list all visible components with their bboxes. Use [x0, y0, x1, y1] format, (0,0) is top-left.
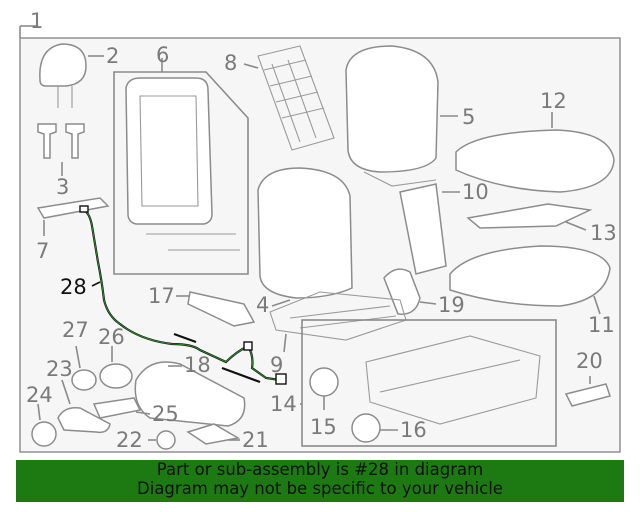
handle-part-21: [186, 423, 241, 445]
callout-4: 4: [256, 293, 269, 317]
callout-20: 20: [576, 349, 603, 373]
motor-part: [351, 413, 381, 443]
callout-2: 2: [106, 44, 119, 68]
seat-track-part: [365, 335, 541, 425]
seat-parts-diagram: 1 2 3 7 6 8 5 12 10 13: [19, 9, 621, 453]
callout-18: 18: [184, 353, 211, 377]
cap-part-27: [71, 369, 97, 391]
spring-mat-part: [257, 45, 335, 151]
callout-10: 10: [462, 180, 489, 204]
side-cover-part: [383, 268, 421, 315]
callout-15: 15: [310, 415, 337, 439]
callout-25: 25: [152, 402, 179, 426]
cap-part-26: [99, 363, 133, 389]
handle-part-25: [92, 397, 142, 419]
cap-part-24: [31, 421, 57, 447]
callout-12: 12: [540, 89, 567, 113]
callout-6: 6: [156, 43, 169, 67]
headrest-guides-part: [37, 123, 85, 159]
callout-22: 22: [116, 428, 143, 452]
callout-11: 11: [588, 313, 615, 337]
callout-19: 19: [438, 293, 465, 317]
callout-13: 13: [590, 221, 617, 245]
bracket-part: [36, 197, 110, 219]
callout-3: 3: [56, 175, 69, 199]
seatback-frame-box: [113, 71, 249, 275]
callout-26: 26: [98, 325, 125, 349]
callout-24: 24: [26, 383, 53, 407]
callout-28: 28: [60, 275, 87, 299]
callout-27: 27: [62, 318, 89, 342]
callout-8: 8: [224, 51, 237, 75]
handle-part-23: [57, 406, 111, 434]
side-trim-part: [187, 291, 256, 327]
callout-9: 9: [270, 353, 283, 377]
wiring-harness-part: [79, 205, 287, 385]
headrest-part: [39, 43, 87, 108]
seatback-frame-part: [125, 77, 240, 251]
seatback-foam-part: [257, 167, 353, 299]
callout-23: 23: [46, 357, 73, 381]
cap-part-22: [156, 430, 176, 450]
seat-track-box: [301, 319, 557, 447]
side-shield-part: [134, 361, 246, 427]
footer-line-2: Diagram may not be specific to your vehi…: [137, 479, 503, 498]
switch-part: [564, 383, 611, 407]
callout-21: 21: [242, 428, 269, 452]
callout-1: 1: [30, 9, 43, 33]
seatback-cover-part: [345, 45, 439, 173]
callout-14: 14: [270, 392, 297, 416]
recliner-knob-part: [309, 367, 339, 397]
footer-line-1: Part or sub-assembly is #28 in diagram: [156, 460, 484, 479]
cushion-part: [449, 245, 611, 307]
callout-7: 7: [36, 239, 49, 263]
callout-5: 5: [462, 105, 475, 129]
callout-16: 16: [400, 418, 427, 442]
footer-banner: Part or sub-assembly is #28 in diagram D…: [16, 460, 624, 502]
cushion-pad-part: [466, 203, 593, 229]
callout-17: 17: [148, 284, 175, 308]
back-panel-part: [399, 183, 447, 275]
cushion-cover-part: [455, 129, 615, 193]
